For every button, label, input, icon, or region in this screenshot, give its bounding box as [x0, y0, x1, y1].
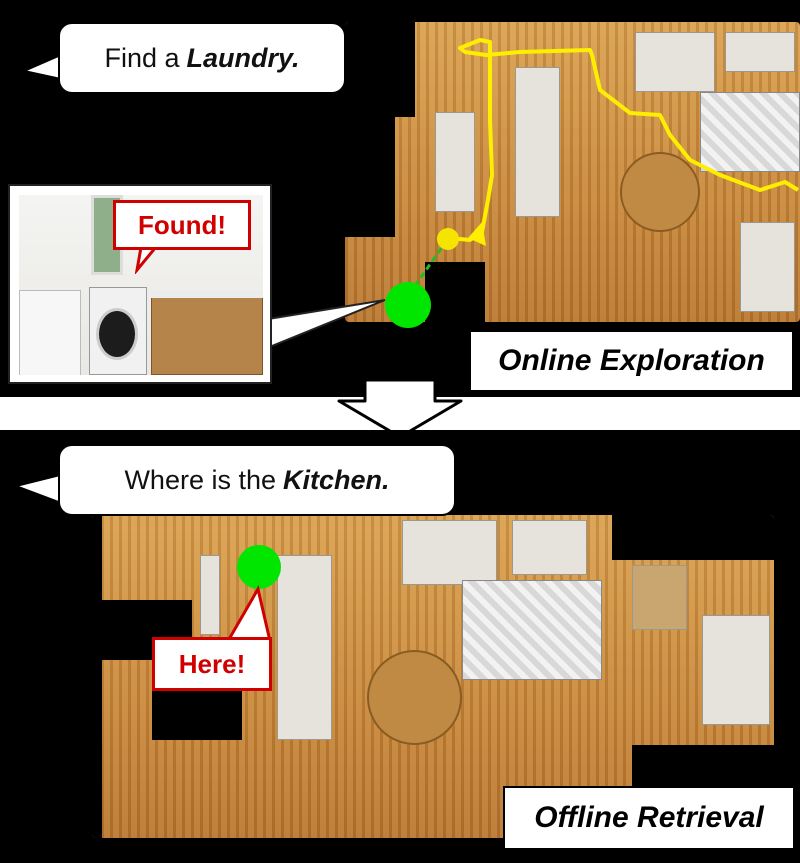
here-label: Here!: [178, 648, 246, 679]
query-target: Kitchen.: [283, 464, 390, 495]
sofa: [402, 520, 497, 585]
wooden-cabinet: [151, 297, 263, 375]
stairs: [632, 565, 687, 630]
unexplored-region: [345, 22, 415, 117]
bubble-pointer: [261, 299, 386, 352]
online-mode-text: Online Exploration: [498, 344, 765, 377]
countertop: [151, 290, 263, 298]
trajectory-arrowhead: [468, 222, 486, 246]
cabinet: [200, 555, 220, 635]
armchair: [725, 32, 795, 72]
here-bubble: Here!: [152, 637, 272, 691]
found-label: Found!: [137, 209, 227, 240]
down-arrow-icon: [337, 378, 463, 439]
dining-table: [367, 650, 462, 745]
query-target: Laundry.: [186, 42, 300, 73]
offline-mode-text: Offline Retrieval: [534, 801, 764, 834]
unexplored-region: [92, 515, 102, 838]
laundry-basket: [19, 290, 81, 375]
unexplored-region: [612, 515, 774, 560]
rug: [462, 580, 602, 680]
unexplored-region: [152, 685, 242, 740]
found-bubble: Found!: [113, 200, 251, 250]
cabinet: [435, 112, 475, 212]
armchair: [512, 520, 587, 575]
washing-machine: [89, 287, 147, 375]
unexplored-region: [345, 117, 395, 237]
kitchen-counter: [277, 555, 332, 740]
offline-mode-label: Offline Retrieval: [503, 786, 795, 850]
washer-door-icon: [96, 308, 138, 360]
retrieved-location-marker: [237, 545, 281, 589]
bench: [740, 222, 795, 312]
offline-topdown-map: [92, 515, 774, 838]
query-prefix: Find a: [104, 42, 180, 73]
agent-marker: [437, 228, 459, 250]
kitchen-counter: [515, 67, 560, 217]
query-bubble: Where is the Kitchen.: [58, 444, 456, 516]
exploration-trajectory: [449, 38, 800, 242]
online-topdown-map: [345, 22, 800, 322]
bed: [702, 615, 770, 725]
unexplored-region: [425, 262, 485, 322]
query-prefix: Where is the: [124, 464, 277, 495]
observation-photo-frame: Found!: [8, 184, 272, 384]
dining-table: [620, 152, 700, 232]
rug: [700, 92, 800, 172]
sofa: [635, 32, 715, 92]
goal-marker: [385, 282, 431, 328]
online-mode-label: Online Exploration: [469, 330, 794, 392]
query-bubble: Find a Laundry.: [58, 22, 346, 94]
